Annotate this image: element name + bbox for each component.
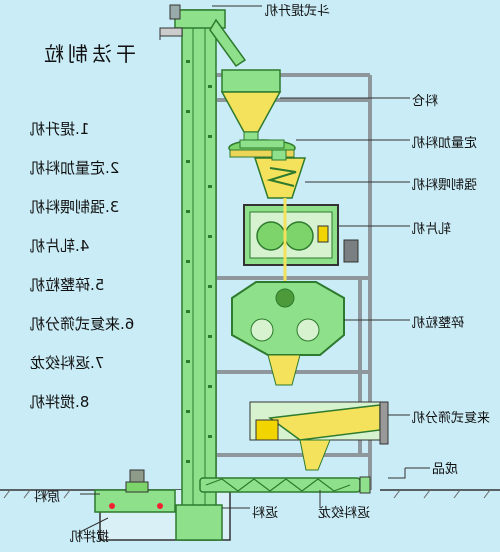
legend-number: 7. [90,354,105,372]
silo [220,69,282,141]
legend-text: 搅拌机 [30,393,76,411]
legend-item: 8.搅拌机 [30,391,150,412]
legend-number: 3. [105,198,120,216]
return-auger [199,476,371,494]
label-silo: 料仓 [412,94,439,109]
bucket-elevator [159,4,247,541]
legend-item: 3.强制喂料机 [30,196,150,217]
legend-item: 1.提升机 [30,118,150,139]
legend-text: 返料绞龙 [30,354,91,372]
legend-item: 6.来复式筛分机 [30,313,150,334]
label-roller: 轧片机 [412,222,452,237]
reciprocating-screen [249,401,389,471]
label-raw: 原料 [34,490,61,505]
legend-item: 2.定量加料机 [30,157,150,178]
legend-number: 6. [120,315,135,333]
roller-compactor [243,198,359,295]
page-title: 干法制粒 [40,42,136,66]
label-return: 返料 [252,506,279,521]
legend-text: 碎整粒机 [30,276,91,294]
legend-item: 4.轧片机 [30,235,150,256]
legend-number: 4. [75,237,90,255]
granulator [231,281,345,386]
legend-item: 7.返料绞龙 [30,352,150,373]
label-bucket-elevator: 斗式提升机 [265,4,331,19]
label-screen: 来复式筛分机 [412,411,491,426]
label-product: 成品 [432,462,459,477]
mixer [94,469,176,513]
legend-number: 5. [90,276,105,294]
legend-text: 来复式筛分机 [30,315,121,333]
label-granulator: 碎整粒机 [412,316,465,331]
label-return-auger: 返料绞龙 [318,506,371,521]
label-feeder: 定量加料机 [412,136,478,151]
legend-number: 8. [75,393,90,411]
legend-item: 5.碎整粒机 [30,274,150,295]
label-mixer: 搅拌机 [70,530,110,545]
force-feeder [253,149,307,199]
legend-text: 轧片机 [30,237,76,255]
legend-text: 强制喂料机 [30,198,106,216]
legend-number: 2. [105,159,120,177]
legend-number: 1. [75,120,90,138]
legend-text: 定量加料机 [30,159,106,177]
label-force-feeder: 强制喂料机 [412,178,478,193]
legend-text: 提升机 [30,120,76,138]
